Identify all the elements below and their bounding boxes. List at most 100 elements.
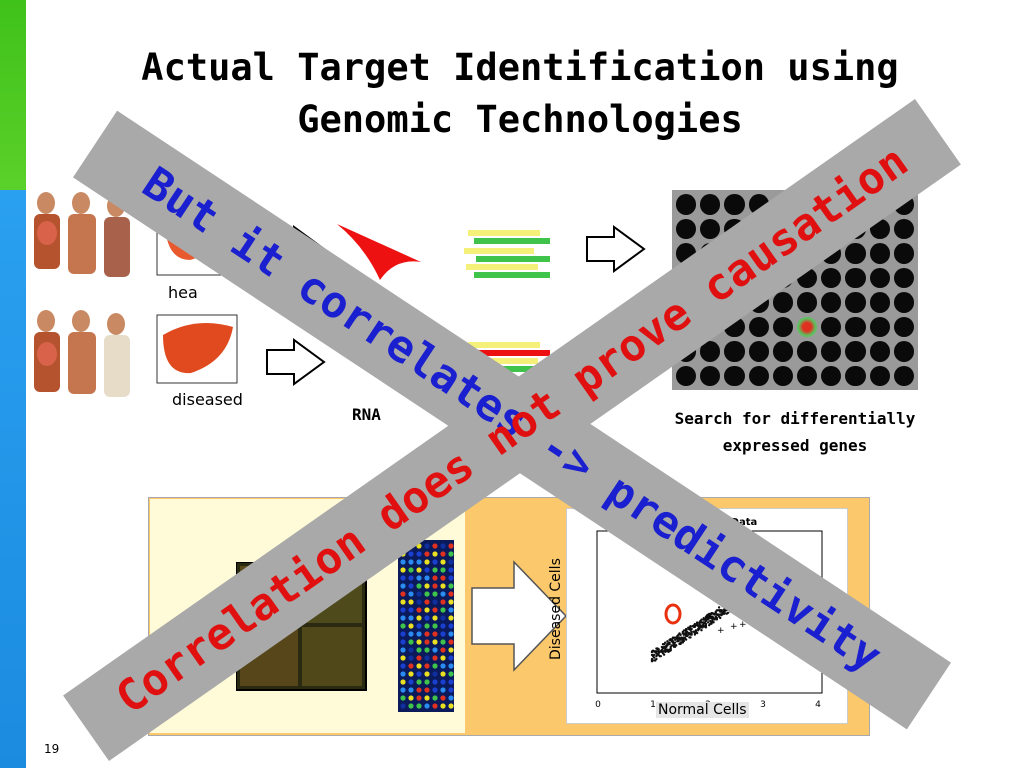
scatter-point bbox=[681, 632, 684, 635]
healthy-label: hea bbox=[168, 283, 198, 302]
scatter-point bbox=[690, 630, 693, 633]
microarray-spot bbox=[893, 194, 914, 215]
microarray-spot bbox=[845, 365, 866, 386]
side-accent-green bbox=[0, 0, 26, 190]
slide-title: Actual Target Identification using Genom… bbox=[80, 42, 960, 146]
search-caption-line-1: Search for differentially bbox=[674, 409, 916, 428]
scatter-point bbox=[704, 624, 708, 627]
scatter-point bbox=[732, 604, 735, 608]
microarray-spot bbox=[748, 194, 769, 215]
arrow-right-icon bbox=[586, 225, 646, 273]
scatter-point bbox=[697, 629, 700, 632]
scatter-point bbox=[657, 647, 660, 651]
scatter-point bbox=[715, 616, 719, 620]
outlier-marker: + bbox=[730, 622, 738, 632]
highlight-circle bbox=[664, 603, 682, 625]
search-caption: Search for differentially expressed gene… bbox=[640, 405, 950, 459]
microarray-spot bbox=[845, 267, 866, 288]
scatter-point bbox=[738, 603, 742, 606]
title-line-2: Genomic Technologies bbox=[297, 98, 743, 141]
scatter-point bbox=[726, 611, 730, 615]
scatter-point bbox=[671, 641, 675, 644]
scatter-point bbox=[715, 613, 719, 616]
scatter-point bbox=[736, 601, 739, 605]
scatter-point bbox=[660, 648, 664, 652]
scatter-point bbox=[673, 636, 677, 639]
microarray-spot bbox=[893, 218, 914, 239]
scatter-point bbox=[664, 650, 667, 654]
scatter-point bbox=[681, 639, 684, 643]
y-axis-label: Diseased Cells bbox=[548, 558, 564, 660]
microarray-spot bbox=[821, 365, 842, 386]
microarray-spot bbox=[700, 341, 721, 362]
microarray-spot bbox=[845, 341, 866, 362]
scatter-point bbox=[669, 637, 672, 641]
microarray-spot bbox=[676, 243, 697, 264]
scatter-point bbox=[693, 624, 697, 627]
scatter-point bbox=[726, 601, 730, 604]
scatter-point bbox=[669, 648, 672, 651]
arrow-right-icon bbox=[266, 338, 326, 386]
microarray-spot bbox=[893, 292, 914, 313]
microarray-spot bbox=[748, 341, 769, 362]
microarray-spot bbox=[821, 243, 842, 264]
scatter-point bbox=[651, 650, 655, 653]
title-line-1: Actual Target Identification using bbox=[141, 46, 899, 89]
x-tick-label: 4 bbox=[815, 700, 821, 710]
scatter-point bbox=[679, 642, 682, 646]
scatter-point bbox=[689, 636, 692, 639]
scatter-point bbox=[684, 634, 688, 638]
microarray-spot bbox=[869, 341, 890, 362]
x-tick-label: 0 bbox=[595, 700, 601, 710]
scatter-point bbox=[722, 612, 725, 615]
microarray-spot bbox=[772, 316, 793, 337]
x-tick-label: 1 bbox=[650, 700, 656, 710]
scatter-point bbox=[678, 636, 681, 639]
x-axis-label: Normal Cells bbox=[656, 702, 749, 718]
anatomy-healthy-image bbox=[26, 188, 136, 293]
scatter-point bbox=[650, 653, 654, 657]
scatter-point bbox=[731, 599, 734, 603]
microarray-spot bbox=[869, 218, 890, 239]
microarray-spot bbox=[893, 243, 914, 264]
affymetrix-chip-image bbox=[398, 540, 454, 712]
diseased-liver-image bbox=[156, 314, 238, 384]
scatter-point bbox=[699, 626, 702, 629]
scatter-point bbox=[695, 631, 699, 635]
scatter-point bbox=[677, 639, 680, 643]
outlier-marker: + bbox=[739, 620, 747, 630]
scatter-point bbox=[717, 615, 721, 618]
microarray-spot bbox=[724, 341, 745, 362]
microarray-spot bbox=[821, 292, 842, 313]
microarray-spot bbox=[676, 218, 697, 239]
scatter-point bbox=[689, 633, 692, 636]
microarray-spot bbox=[700, 218, 721, 239]
scatter-point bbox=[662, 642, 666, 646]
microarray-spot bbox=[772, 365, 793, 386]
scatter-point bbox=[666, 649, 669, 653]
scatter-point bbox=[695, 624, 699, 627]
microarray-spot bbox=[748, 316, 769, 337]
scatter-point bbox=[687, 633, 690, 636]
microarray-spot bbox=[724, 218, 745, 239]
scatter-point bbox=[701, 625, 704, 628]
anatomy-images bbox=[26, 188, 136, 411]
scatter-point bbox=[699, 624, 702, 627]
healthy-cdna-icon bbox=[464, 230, 550, 278]
microarray-spot bbox=[797, 365, 818, 386]
microarray-spot bbox=[869, 316, 890, 337]
scatter-point bbox=[684, 630, 688, 634]
microarray-spot bbox=[772, 292, 793, 313]
scatter-point bbox=[673, 638, 677, 641]
microarray-spot bbox=[724, 365, 745, 386]
microarray-spot bbox=[724, 194, 745, 215]
microarray-spot bbox=[845, 243, 866, 264]
microarray-spot bbox=[893, 365, 914, 386]
scatter-point bbox=[691, 624, 694, 628]
scatter-point bbox=[699, 619, 702, 623]
side-accent-blue bbox=[0, 190, 26, 768]
scatter-point bbox=[702, 617, 705, 620]
scatter-point bbox=[720, 609, 723, 612]
scatter-point bbox=[717, 606, 721, 609]
scatter-point bbox=[661, 652, 665, 655]
